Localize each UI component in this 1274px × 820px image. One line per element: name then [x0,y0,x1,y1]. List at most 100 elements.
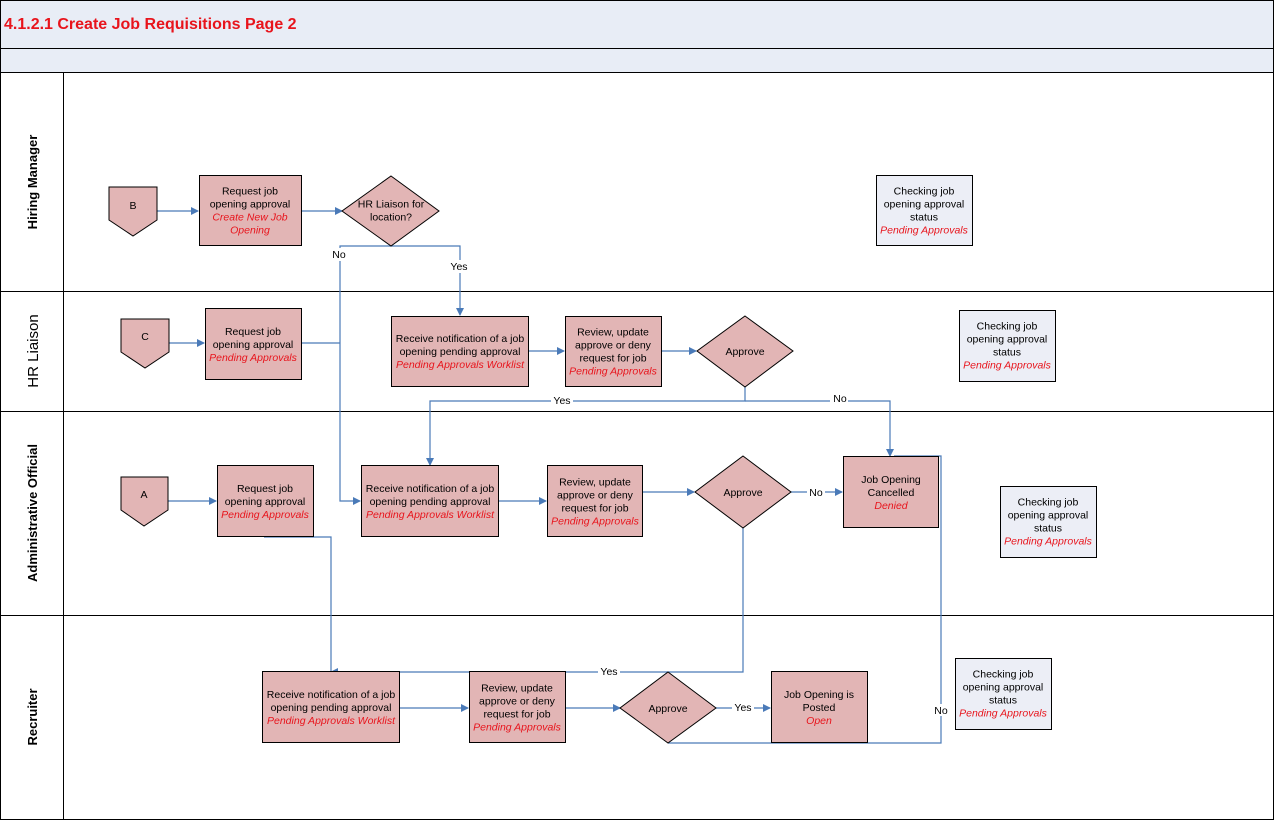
ao-status-text-line: status [1034,523,1062,535]
rc-review-text-line: request for job [483,709,550,721]
lane-label-administrative-official: Administrative Official [25,444,40,582]
rc-status-text-line: Checking job [973,669,1034,681]
ao-cancelled-box [843,456,939,528]
hr-status-text-line: opening approval [967,334,1048,346]
hm-request-screen-name: Opening [230,225,270,237]
rc-posted-text-line: Posted [803,702,836,714]
ao-review-text-line: request for job [561,503,628,515]
lane-label-hiring-manager: Hiring Manager [25,135,40,230]
rc-approve-diamond [619,671,717,744]
connector-c [120,318,170,369]
ao-request-screen-name: Pending Approvals [221,509,310,521]
rc-review-screen-name: Pending Approvals [473,722,562,734]
label-ao-no: No [809,487,823,499]
hm-status-text-line: Checking job [894,186,955,198]
ao-status-screen-name: Pending Approvals [1004,536,1093,548]
ao-review-screen-name: Pending Approvals [551,516,640,528]
rc-status-text-line: status [989,695,1017,707]
edge-decision-no [339,245,391,505]
rc-posted-screen-name: Open [806,715,832,727]
ao-review-text-line: Review, update [559,477,631,489]
ao-cancelled-text-line: Job Opening [861,474,921,486]
ao-receive-box [361,465,499,537]
ao-receive-screen-name: Pending Approvals Worklist [366,509,495,521]
hm-decision-text-line: HR Liaison for [358,199,425,211]
ao-request-box [217,465,314,537]
page-title: 4.1.2.1 Create Job Requisitions Page 2 [4,16,297,33]
connectors [157,207,942,744]
edge-hr-approve-no [745,400,894,457]
connector-b-text: B [129,200,136,212]
hr-status-text-line: status [993,347,1021,359]
edge-hr-approve-yes [426,387,746,466]
hm-status-text-line: status [910,212,938,224]
hm-status-screen-name: Pending Approvals [880,225,969,237]
hm-decision-text-line: location? [370,212,412,224]
connector-c-text: C [141,331,149,343]
rc-receive-text-line: Receive notification of a job [267,689,396,701]
label-hr-yes: Yes [553,395,570,407]
edge-decision-yes [391,245,464,316]
lane-label-hr-liaison: HR Liaison [25,314,42,387]
hr-review-text-line: approve or deny [575,340,652,352]
rc-status-box [955,658,1052,730]
rc-receive-text-line: opening pending approval [271,702,392,714]
rc-status-text-line: opening approval [963,682,1044,694]
connector-b [108,186,158,237]
hr-request-text-line: opening approval [213,339,294,351]
hm-status-text-line: opening approval [884,199,965,211]
ao-review-text-line: approve or deny [557,490,634,502]
rc-posted-box [771,671,868,743]
ao-approve-text-line: Approve [723,487,762,499]
hr-receive-text-line: opening pending approval [400,346,521,358]
hm-request-text-line: Request job [222,186,278,198]
hr-review-box [565,316,662,387]
ao-cancelled-text-line: Cancelled [868,487,915,499]
subheader-band [0,48,1274,73]
hm-request-box [199,175,302,246]
rc-approve-text-line: Approve [648,703,687,715]
hm-decision-diamond [341,175,440,247]
rc-posted-text-line: Job Opening is [784,689,854,701]
hm-status-box [876,175,973,246]
lane-label-recruiter: Recruiter [25,688,40,745]
rc-review-text-line: Review, update [481,683,553,695]
rc-receive-screen-name: Pending Approvals Worklist [267,715,396,727]
label-hm-no: No [332,249,346,261]
rc-review-text-line: approve or deny [479,696,556,708]
hr-request-text-line: Request job [225,326,281,338]
hr-approve-diamond [696,315,794,388]
ao-cancelled-screen-name: Denied [874,500,908,512]
ao-receive-text-line: Receive notification of a job [366,483,495,495]
hr-status-text-line: Checking job [977,321,1038,333]
hr-request-box [205,308,302,380]
label-rc-no: No [934,705,948,717]
rc-review-box [469,671,566,743]
hr-receive-box [391,316,529,387]
hr-review-text-line: request for job [579,353,646,365]
hm-request-screen-name: Create New Job [212,212,287,224]
label-hm-yes: Yes [450,261,467,273]
ao-request-text-line: opening approval [225,496,306,508]
hr-status-box [959,310,1056,382]
hr-receive-screen-name: Pending Approvals Worklist [396,359,525,371]
ao-approve-diamond [694,455,792,529]
title-band [0,0,1274,49]
label-rc-yes: Yes [734,702,751,714]
edge-ao-approve-yes [330,528,744,676]
ao-status-text-line: opening approval [1008,510,1089,522]
ao-status-box [1000,486,1097,558]
hm-request-text-line: opening approval [210,199,291,211]
node-shapes [199,175,1097,744]
connector-a [120,476,169,527]
ao-request-text-line: Request job [237,483,293,495]
hr-request-screen-name: Pending Approvals [209,352,298,364]
hr-approve-text-line: Approve [725,346,764,358]
rc-receive-box [262,671,400,743]
ao-review-box [547,465,643,537]
connector-a-text: A [140,489,147,501]
label-ao-yes: Yes [600,666,617,678]
hr-review-text-line: Review, update [577,327,649,339]
